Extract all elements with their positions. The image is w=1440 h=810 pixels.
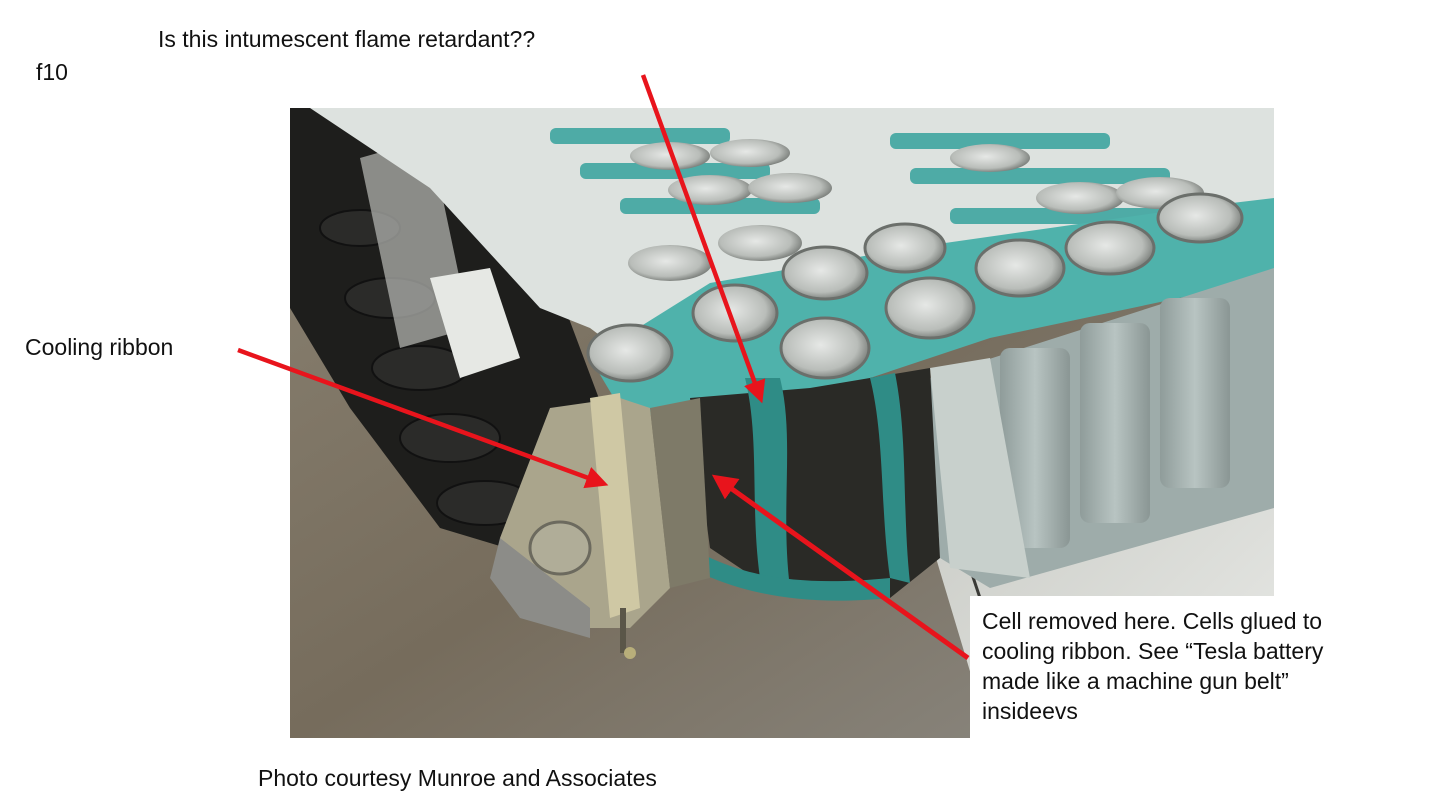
callout-line: cooling ribbon. See “Tesla battery <box>982 638 1324 664</box>
photo-credit-caption: Photo courtesy Munroe and Associates <box>258 765 657 791</box>
callout-line: made like a machine gun belt” <box>982 668 1289 694</box>
callout-line: insideevs <box>982 698 1078 724</box>
title-question: Is this intumescent flame retardant?? <box>158 26 536 52</box>
callout-line: Cell removed here. Cells glued to <box>982 608 1323 634</box>
cell-removed-callout: Cell removed here. Cells glued to coolin… <box>970 596 1410 756</box>
slide-id-label: f10 <box>36 59 68 85</box>
cooling-ribbon-label: Cooling ribbon <box>25 334 174 360</box>
